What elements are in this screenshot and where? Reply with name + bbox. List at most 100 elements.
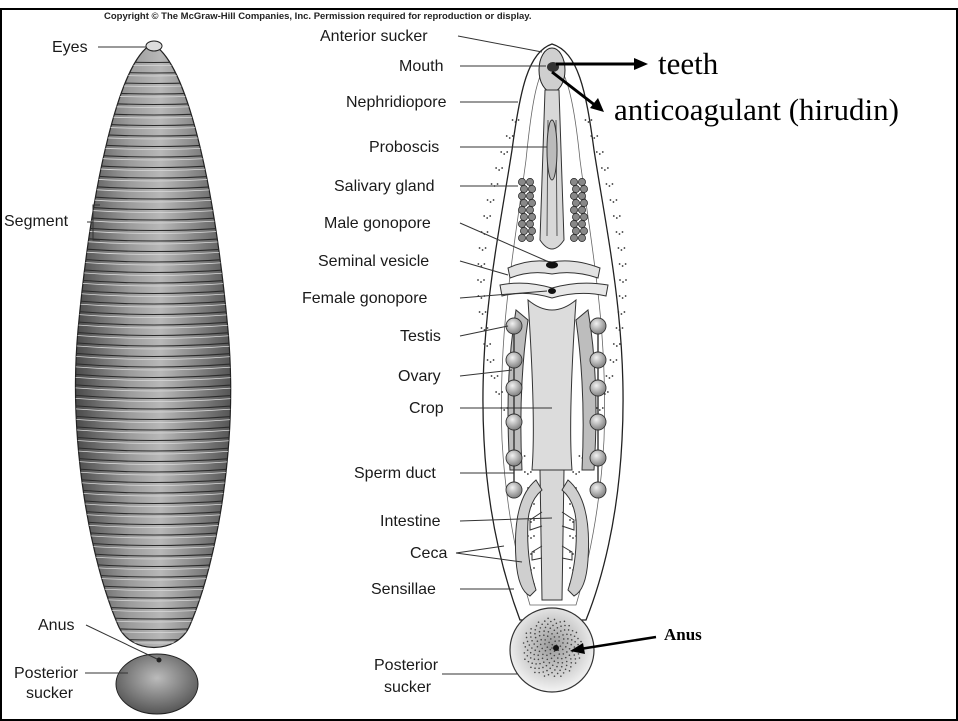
sucker-texture-dot [566, 665, 568, 667]
salivary-gland-cell [578, 206, 585, 213]
sucker-texture-dot [547, 618, 549, 620]
proboscis-tip [547, 120, 557, 180]
sucker-texture-dot [570, 658, 572, 660]
sucker-texture-dot [565, 646, 567, 648]
sucker-texture-dot [576, 632, 578, 634]
sensilla-dot [593, 137, 595, 139]
label-eyes: Eyes [52, 39, 88, 56]
sucker-texture-dot [534, 649, 536, 651]
sucker-texture-dot [570, 666, 572, 668]
sensilla-dot [494, 377, 496, 379]
sensilla-dot [616, 327, 618, 329]
sucker-texture-dot [544, 639, 546, 641]
sensilla-dot [621, 313, 623, 315]
sensilla-dot [515, 121, 517, 123]
sensilla-dot [619, 329, 621, 331]
sensilla-dot [477, 279, 479, 281]
sucker-texture-dot [541, 623, 543, 625]
label-testis: Testis [400, 328, 441, 345]
sensilla-dot [578, 471, 580, 473]
sensilla-dot [512, 119, 514, 121]
sucker-texture-dot [531, 647, 533, 649]
sucker-texture-dot [556, 622, 558, 624]
sucker-texture-dot [549, 627, 551, 629]
sucker-texture-dot [574, 635, 576, 637]
sucker-texture-dot [543, 634, 545, 636]
sensilla-dot [498, 169, 500, 171]
label-posterior-sucker-b-1: Posterior [374, 657, 439, 674]
sensilla-dot [533, 519, 535, 521]
sensilla-dot [533, 535, 535, 537]
sucker-texture-dot [539, 663, 541, 665]
label-female-gonopore: Female gonopore [302, 290, 428, 307]
sucker-texture-dot [562, 634, 564, 636]
sucker-texture-dot [527, 641, 529, 643]
sucker-texture-dot [537, 654, 539, 656]
salivary-gland-cell [518, 178, 525, 185]
sucker-texture-dot [557, 662, 559, 664]
annotation-anticoagulant: anticoagulant (hirudin) [614, 92, 899, 127]
sensilla-dot [518, 119, 520, 121]
label-ovary: Ovary [398, 368, 441, 385]
sensilla-dot [487, 199, 489, 201]
sucker-texture-dot [556, 666, 558, 668]
label-anus-a: Anus [38, 617, 74, 634]
sensilla-dot [606, 183, 608, 185]
sensilla-dot [491, 183, 493, 185]
sensilla-dot [616, 345, 618, 347]
salivary-gland-cell [572, 213, 579, 220]
sensilla-dot [602, 151, 604, 153]
sucker-texture-dot [544, 643, 546, 645]
sensilla-dot [619, 295, 621, 297]
sucker-texture-dot [538, 659, 540, 661]
sensilla-dot [619, 215, 621, 217]
sensilla-dot [572, 537, 574, 539]
sucker-texture-dot [562, 649, 564, 651]
sensilla-dot [498, 393, 500, 395]
label-male-gonopore: Male gonopore [324, 215, 431, 232]
sensilla-dot [569, 567, 571, 569]
sensilla-dot [483, 279, 485, 281]
testis [590, 352, 606, 368]
sucker-texture-dot [558, 636, 560, 638]
sucker-texture-dot [541, 648, 543, 650]
sensilla-dot [495, 391, 497, 393]
sucker-texture-dot [573, 654, 575, 656]
sucker-texture-dot [527, 655, 529, 657]
sensilla-dot [533, 503, 535, 505]
testis [506, 352, 522, 368]
sucker-texture-dot [540, 627, 542, 629]
sensilla-dot [578, 455, 580, 457]
sucker-texture-dot [533, 654, 535, 656]
salivary-gland-cell [518, 206, 525, 213]
sensilla-dot [491, 375, 493, 377]
sucker-texture-dot [551, 658, 553, 660]
sensilla-dot [602, 407, 604, 409]
sucker-texture-dot [554, 660, 556, 662]
salivary-gland-cell [528, 213, 535, 220]
sensilla-dot [481, 327, 483, 329]
sucker-texture-dot [575, 658, 577, 660]
sensilla-dot [618, 247, 620, 249]
sucker-texture-dot [564, 625, 566, 627]
sensilla-dot [613, 201, 615, 203]
sucker-texture-dot [575, 662, 577, 664]
sucker-texture-dot [528, 661, 530, 663]
sucker-texture-dot [562, 662, 564, 664]
sensilla-dot [625, 279, 627, 281]
sensilla-dot [616, 199, 618, 201]
sensilla-dot [625, 263, 627, 265]
sensilla-dot [489, 343, 491, 345]
sucker-texture-dot [566, 651, 568, 653]
sucker-texture-dot [548, 631, 550, 633]
anus-opening-b [553, 645, 559, 651]
sucker-texture-dot [534, 658, 536, 660]
sucker-texture-dot [574, 641, 576, 643]
salivary-gland-cell [580, 185, 587, 192]
sucker-texture-dot [554, 675, 556, 677]
salivary-gland-cell [520, 199, 527, 206]
sucker-texture-dot [537, 646, 539, 648]
teeth-arrowhead [634, 58, 648, 70]
sucker-texture-dot [535, 663, 537, 665]
sensilla-dot [622, 281, 624, 283]
